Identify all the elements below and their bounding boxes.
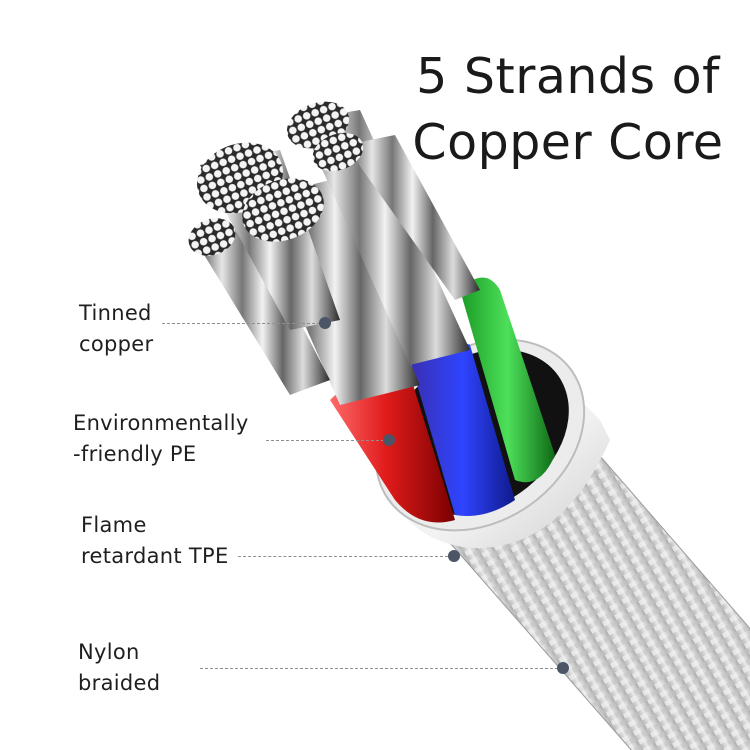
callout-pe-insulation: Environmentally -friendly PE — [73, 411, 249, 466]
leader-line-pe-insulation — [266, 440, 384, 441]
headline-line-1: 5 Strands of — [416, 48, 720, 105]
leader-line-nylon-braid — [200, 668, 558, 669]
marker-dot-nylon-braid — [557, 662, 569, 674]
marker-dot-tpe-jacket — [448, 550, 460, 562]
headline-line-2: Copper Core — [412, 114, 724, 171]
leader-line-tpe-jacket — [238, 556, 448, 557]
headline: 5 Strands of Copper Core — [408, 44, 728, 176]
marker-dot-tinned-copper — [319, 317, 331, 329]
leader-line-tinned-copper — [162, 323, 320, 324]
callout-tinned-copper: Tinned copper — [79, 301, 154, 356]
marker-dot-pe-insulation — [383, 434, 395, 446]
callout-nylon-braid: Nylon braided — [78, 640, 161, 695]
callout-tpe-jacket: Flame retardant TPE — [81, 513, 229, 568]
